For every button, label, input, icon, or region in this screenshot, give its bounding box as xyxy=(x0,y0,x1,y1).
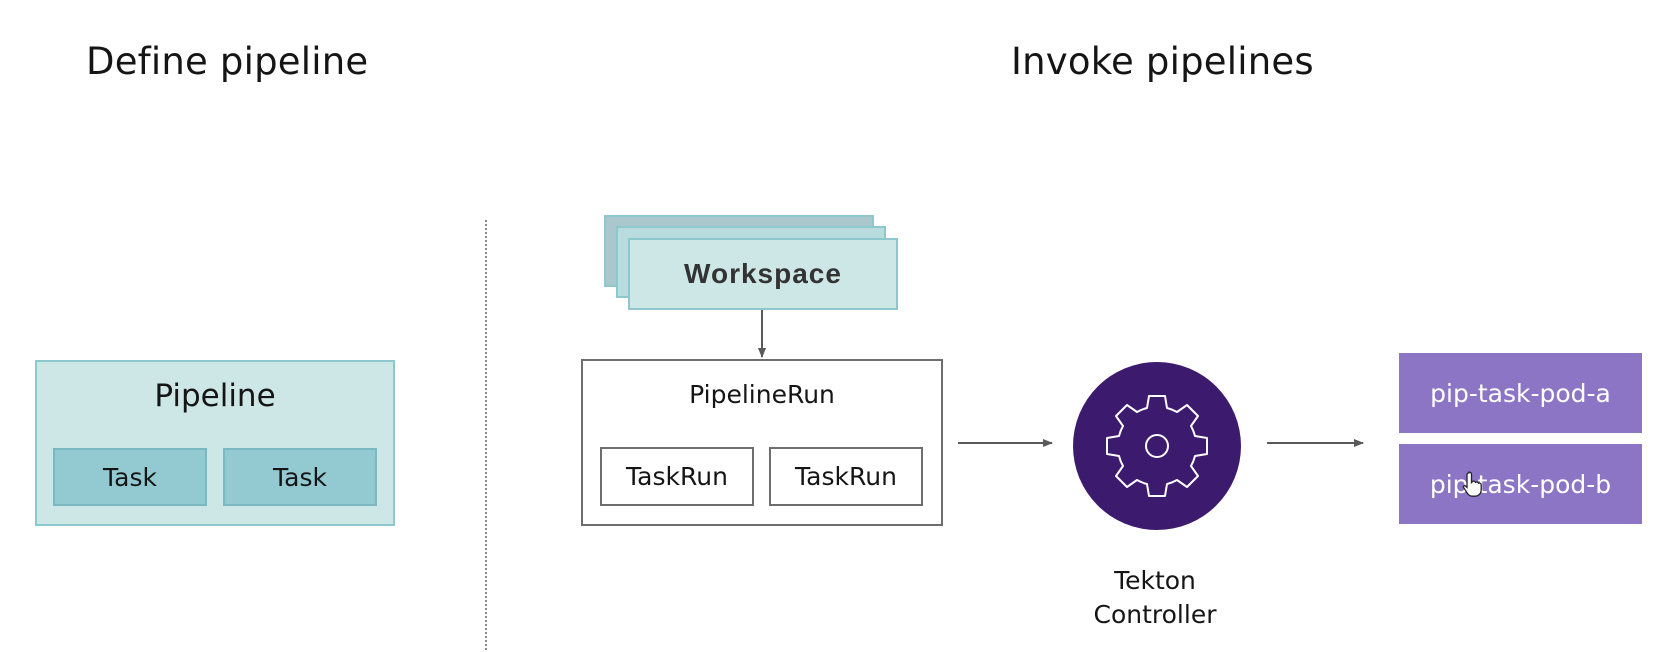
tekton-controller-node xyxy=(1073,362,1241,530)
section-divider xyxy=(485,220,487,650)
taskrun-label: TaskRun xyxy=(795,462,897,491)
controller-label-line2: Controller xyxy=(1093,600,1217,629)
pod-box: pip-task-pod-b xyxy=(1399,444,1642,524)
pod-box: pip-task-pod-a xyxy=(1399,353,1642,433)
pod-label: pip-task-pod-a xyxy=(1430,378,1611,408)
pod-label: pip-task-pod-b xyxy=(1429,469,1612,499)
define-pipeline-heading: Define pipeline xyxy=(86,40,369,83)
hand-cursor-icon xyxy=(1462,471,1482,497)
taskrun-box: TaskRun xyxy=(769,447,923,506)
invoke-pipelines-heading: Invoke pipelines xyxy=(1011,40,1314,83)
task-box: Task xyxy=(53,448,207,506)
workspace-label: Workspace xyxy=(684,258,842,289)
controller-label-line1: Tekton xyxy=(1114,566,1196,595)
workspace-box: Workspace xyxy=(628,238,898,310)
tekton-controller-label: Tekton Controller xyxy=(1080,564,1230,632)
task-label: Task xyxy=(273,462,327,492)
taskrun-box: TaskRun xyxy=(600,447,754,506)
task-box: Task xyxy=(223,448,377,506)
taskrun-label: TaskRun xyxy=(626,462,728,491)
pipeline-title: Pipeline xyxy=(154,378,276,414)
gear-icon xyxy=(1106,395,1208,497)
pipelinerun-title: PipelineRun xyxy=(689,380,835,409)
task-label: Task xyxy=(103,462,157,492)
